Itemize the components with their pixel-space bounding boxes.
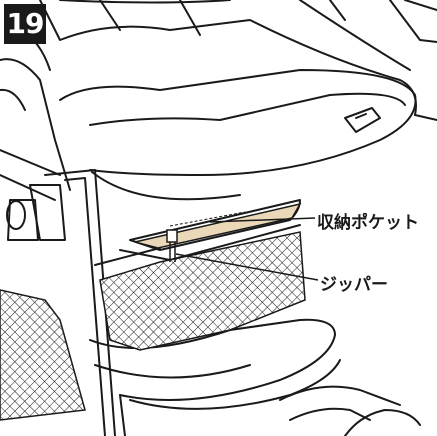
frame-tube-left [44, 169, 116, 436]
leader-line-zipper [175, 253, 319, 281]
label-storage-pocket: 収納ポケット [315, 208, 421, 233]
canopy [39, 0, 437, 121]
zipper-pull [166, 229, 178, 262]
step-number-badge: 19 [4, 4, 46, 44]
label-zipper: ジッパー [318, 270, 390, 295]
seat-shell [59, 69, 417, 176]
leader-line-storage-pocket [209, 217, 316, 223]
basket-mesh [99, 231, 306, 351]
